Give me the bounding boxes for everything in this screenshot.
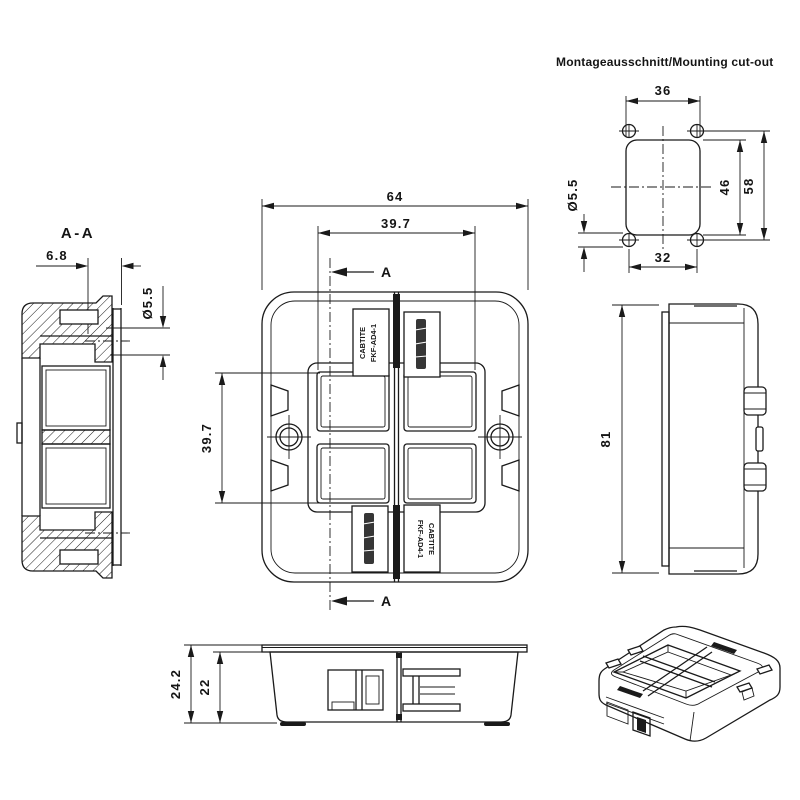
iso-label-strip-right <box>711 642 737 654</box>
section-top-groove <box>59 309 99 325</box>
section-marker-bottom: A <box>381 593 391 609</box>
section-bottom-groove <box>59 549 99 565</box>
svg-text:36: 36 <box>655 83 672 98</box>
illegible-brand-label-top <box>403 311 441 378</box>
svg-text:64: 64 <box>387 189 404 204</box>
section-top-flange <box>21 295 113 363</box>
isometric-view <box>598 625 781 742</box>
bottom-dim-24-2: 24.2 <box>168 644 277 724</box>
section-side-lug <box>16 422 23 444</box>
svg-text:58: 58 <box>741 178 756 195</box>
section-view: A-A 6.8 Ø5.5 <box>16 225 170 579</box>
svg-text:FKF-AD4-1: FKF-AD4-1 <box>416 520 425 558</box>
iso-label-strip-left <box>617 686 643 698</box>
section-mid-bar <box>41 429 111 445</box>
side-body-outline <box>668 303 759 575</box>
bottom-foot-right <box>484 722 510 726</box>
svg-text:6.8: 6.8 <box>46 248 68 263</box>
front-window-frame <box>307 362 486 513</box>
iso-edge-tabs <box>605 645 773 693</box>
front-screw-hole-left <box>267 415 311 459</box>
front-side-notches <box>270 384 520 492</box>
iso-side-clip <box>741 687 755 701</box>
side-view: 81 <box>598 303 767 575</box>
front-dim-39-7-h: 39.7 <box>317 216 476 370</box>
cutout-dim-36: 36 <box>625 83 701 137</box>
front-section-line: A A <box>329 258 391 612</box>
svg-text:32: 32 <box>655 250 672 265</box>
section-upper-cavity <box>41 365 111 431</box>
front-dim-64: 64 <box>261 189 529 290</box>
section-marker-top: A <box>381 264 391 280</box>
svg-text:24.2: 24.2 <box>168 669 183 699</box>
svg-text:81: 81 <box>598 431 613 448</box>
illegible-brand-label-bottom <box>351 505 389 573</box>
bottom-latch-left <box>327 669 384 711</box>
iso-front-latch <box>605 696 665 737</box>
svg-text:FKF-AD4-1: FKF-AD4-1 <box>369 324 378 362</box>
side-latch-tab-lower <box>743 462 767 492</box>
iso-cross-bars <box>639 646 716 697</box>
svg-text:Ø5.5: Ø5.5 <box>140 287 155 320</box>
bottom-body-outline <box>269 651 519 723</box>
bottom-latch-right <box>402 668 461 712</box>
svg-text:39.7: 39.7 <box>381 216 411 231</box>
svg-text:39.7: 39.7 <box>199 423 214 453</box>
iso-opening-inner <box>621 651 733 692</box>
bottom-view: 24.2 22 <box>168 644 528 726</box>
svg-text:22: 22 <box>197 679 212 696</box>
iso-body-silhouette <box>598 625 781 742</box>
bottom-dim-22: 22 <box>197 651 269 723</box>
svg-text:CABTITE: CABTITE <box>427 523 436 555</box>
section-bottom-flange <box>21 511 113 579</box>
side-dim-81: 81 <box>598 304 659 574</box>
product-label-bottom: CABTITE FKF-AD4-1 <box>403 504 441 573</box>
section-lower-cavity <box>41 443 111 509</box>
section-dim-hole-dia: Ø5.5 <box>106 286 170 380</box>
svg-text:Ø5.5: Ø5.5 <box>565 179 580 212</box>
section-flange-plate <box>112 308 122 566</box>
cutout-dim-32: 32 <box>628 249 698 273</box>
side-flange-plate <box>661 311 670 567</box>
bottom-flange-strip <box>261 644 528 653</box>
iso-front-edge <box>689 711 695 742</box>
section-title: A-A <box>61 225 95 242</box>
mounting-cutout-view: Montageausschnitt/Mounting cut-out 36 32… <box>556 55 773 273</box>
cutout-dim-46: 46 <box>703 139 746 236</box>
side-latch-tab-upper <box>743 386 767 416</box>
front-split-line <box>393 292 400 582</box>
side-middle-clip <box>755 426 764 452</box>
cutout-dim-58: 58 <box>705 130 770 241</box>
bottom-split-line <box>396 652 402 722</box>
product-label-top: CABTITE FKF-AD4-1 <box>352 308 390 377</box>
cutout-holes <box>619 123 707 248</box>
front-dim-39-7-v: 39.7 <box>199 372 320 504</box>
svg-text:CABTITE: CABTITE <box>358 327 367 359</box>
front-screw-hole-right <box>478 415 522 459</box>
front-view: 64 39.7 A A <box>199 189 529 612</box>
cutout-dim-hole-dia: Ø5.5 <box>565 179 623 272</box>
bottom-foot-left <box>280 722 306 726</box>
section-dim-6-8: 6.8 <box>36 248 141 334</box>
svg-text:46: 46 <box>717 179 732 196</box>
cutout-title: Montageausschnitt/Mounting cut-out <box>556 55 773 69</box>
